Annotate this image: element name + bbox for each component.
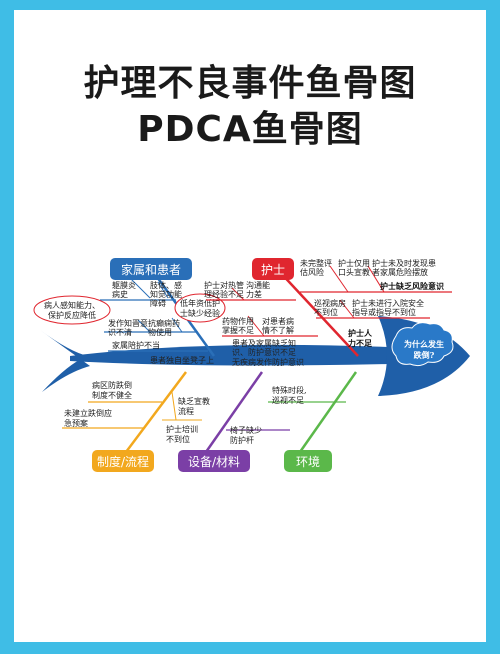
cause-b8-line2: 口头宣教 (338, 267, 370, 277)
cause-c2-line2: 急预案 (64, 418, 88, 428)
cause-d1-line1: 椅子缺少 (230, 425, 262, 435)
cause-c3-line2: 流程 (178, 406, 194, 416)
category-process (92, 450, 154, 472)
category-environment-label: 环境 (296, 454, 320, 469)
cause-d1-line2: 防护杆 (230, 435, 254, 445)
fish-spine (70, 344, 388, 366)
cause-c2-line1: 未建立跌倒应 (64, 408, 112, 418)
process-main-bone (125, 371, 187, 453)
cause-a3-line1: 病人感知能力、 (44, 300, 100, 310)
cause-b4-line2: 情不了解 (262, 325, 294, 335)
nurse-sub-bone-5 (247, 315, 265, 337)
cause-a7: 家属陪护不当 (112, 340, 160, 350)
cause-a4-bubble (174, 293, 226, 323)
cause-b1-line2: 理经验不足 (204, 289, 244, 299)
category-equipment (178, 450, 250, 472)
cause-c1-line2: 制度不健全 (92, 390, 132, 400)
family-sub-bone-6 (137, 319, 151, 333)
cause-b1-line1: 护士对热管 (204, 280, 244, 290)
cause-b10: 护士缺乏风险意识 (380, 281, 444, 291)
category-equipment-label: 设备/材料 (188, 455, 240, 469)
cause-c1-line1: 病区防跌倒 (92, 380, 132, 390)
cause-c4-line2: 不到位 (166, 434, 190, 444)
cause-a6-line2: 物使用 (148, 327, 172, 337)
process-sub-bone-3 (171, 391, 177, 421)
nurse-sub-bone-8 (367, 265, 385, 293)
category-nurse (252, 258, 294, 280)
question-line-2: 跌倒? (414, 350, 435, 360)
cause-b4-line1: 对患者病 (262, 316, 294, 326)
cause-a1-line2: 病史 (112, 289, 128, 299)
cause-a8: 患者独自坐凳子上 (150, 355, 214, 365)
cause-b9-line1: 护士未及时发现患 (372, 258, 436, 268)
cause-b2-line2: 力差 (246, 289, 262, 299)
page-subtitle: PDCA鱼骨图 (137, 109, 363, 150)
category-environment (284, 450, 332, 472)
family-sub-bone-5 (157, 281, 169, 299)
cause-b11-line2: 不到位 (314, 307, 338, 317)
cause-a5-line1: 发作知晋意 (108, 318, 148, 328)
cause-a4-line2: 士缺少经验 (180, 308, 220, 318)
cause-a6-line1: 抗癫痫药 (148, 318, 180, 328)
cause-b12-line1: 护士未进行入院安全 (352, 298, 424, 308)
cause-b5-line1: 患者及家属缺乏知 (232, 338, 296, 348)
environment-main-bone (298, 371, 358, 453)
cause-b7-line2: 估风险 (300, 267, 324, 277)
cause-b6: 无疾病发作防护意识 (232, 357, 304, 367)
nurse-sub-bone-7 (329, 265, 349, 293)
cause-b8-line1: 护士仅用 (338, 258, 370, 268)
category-nurse-label: 护士 (261, 263, 285, 277)
page-title: 护理不良事件鱼骨图 (83, 63, 417, 104)
cause-e1-line2: 巡视不足 (272, 395, 304, 405)
nurse-sub-bone-9 (339, 299, 355, 319)
cause-b11-line1: 巡视病房 (314, 298, 346, 308)
cause-a4-line1: 低年资低护 (180, 298, 220, 308)
family-sub-bone-7 (171, 317, 183, 333)
nurse-sub-bone-6 (231, 287, 245, 301)
cause-b3-line2: 掌握不足 (222, 325, 254, 335)
cause-c3-line1: 缺乏宣教 (178, 396, 210, 406)
question-line-1: 为什么发生 (404, 339, 444, 349)
category-process-label: 制度/流程 (97, 454, 149, 469)
category-family (110, 258, 192, 280)
question-cloud (391, 322, 454, 367)
cause-b3-line1: 药物作用 (222, 316, 254, 326)
cause-a2-line3: 障碍 (150, 298, 166, 308)
equipment-main-bone (204, 371, 264, 453)
cause-a5-line2: 识不清 (108, 327, 132, 337)
cause-a1-line1: 躯膜炎 (112, 280, 136, 290)
cause-c4-line1: 护士培训 (166, 424, 198, 434)
cause-b13-line1: 护士人 (348, 328, 373, 338)
cause-b13-line2: 力不足 (348, 338, 373, 348)
cause-e1-line1: 特殊时段, (272, 385, 307, 395)
cause-b5-line2: 识、防护意识不足 (232, 347, 296, 357)
nurse-main-bone (277, 269, 359, 357)
cause-b7-line1: 未完整评 (300, 258, 332, 268)
cause-a3-line2: 保护反应降低 (48, 310, 96, 320)
cause-a2-line2: 知觉功能 (150, 289, 182, 299)
cause-b9-line2: 者家属危险摆放 (372, 267, 428, 277)
family-sub-bone-4 (129, 277, 151, 299)
cause-a2-line1: 肢体、感 (150, 280, 182, 290)
cause-b2-line1: 沟通能 (246, 280, 270, 290)
cause-a3-bubble (33, 295, 111, 325)
category-family-label: 家属和患者 (121, 262, 181, 277)
cause-b12-line2: 指导或指导不到位 (352, 307, 416, 317)
